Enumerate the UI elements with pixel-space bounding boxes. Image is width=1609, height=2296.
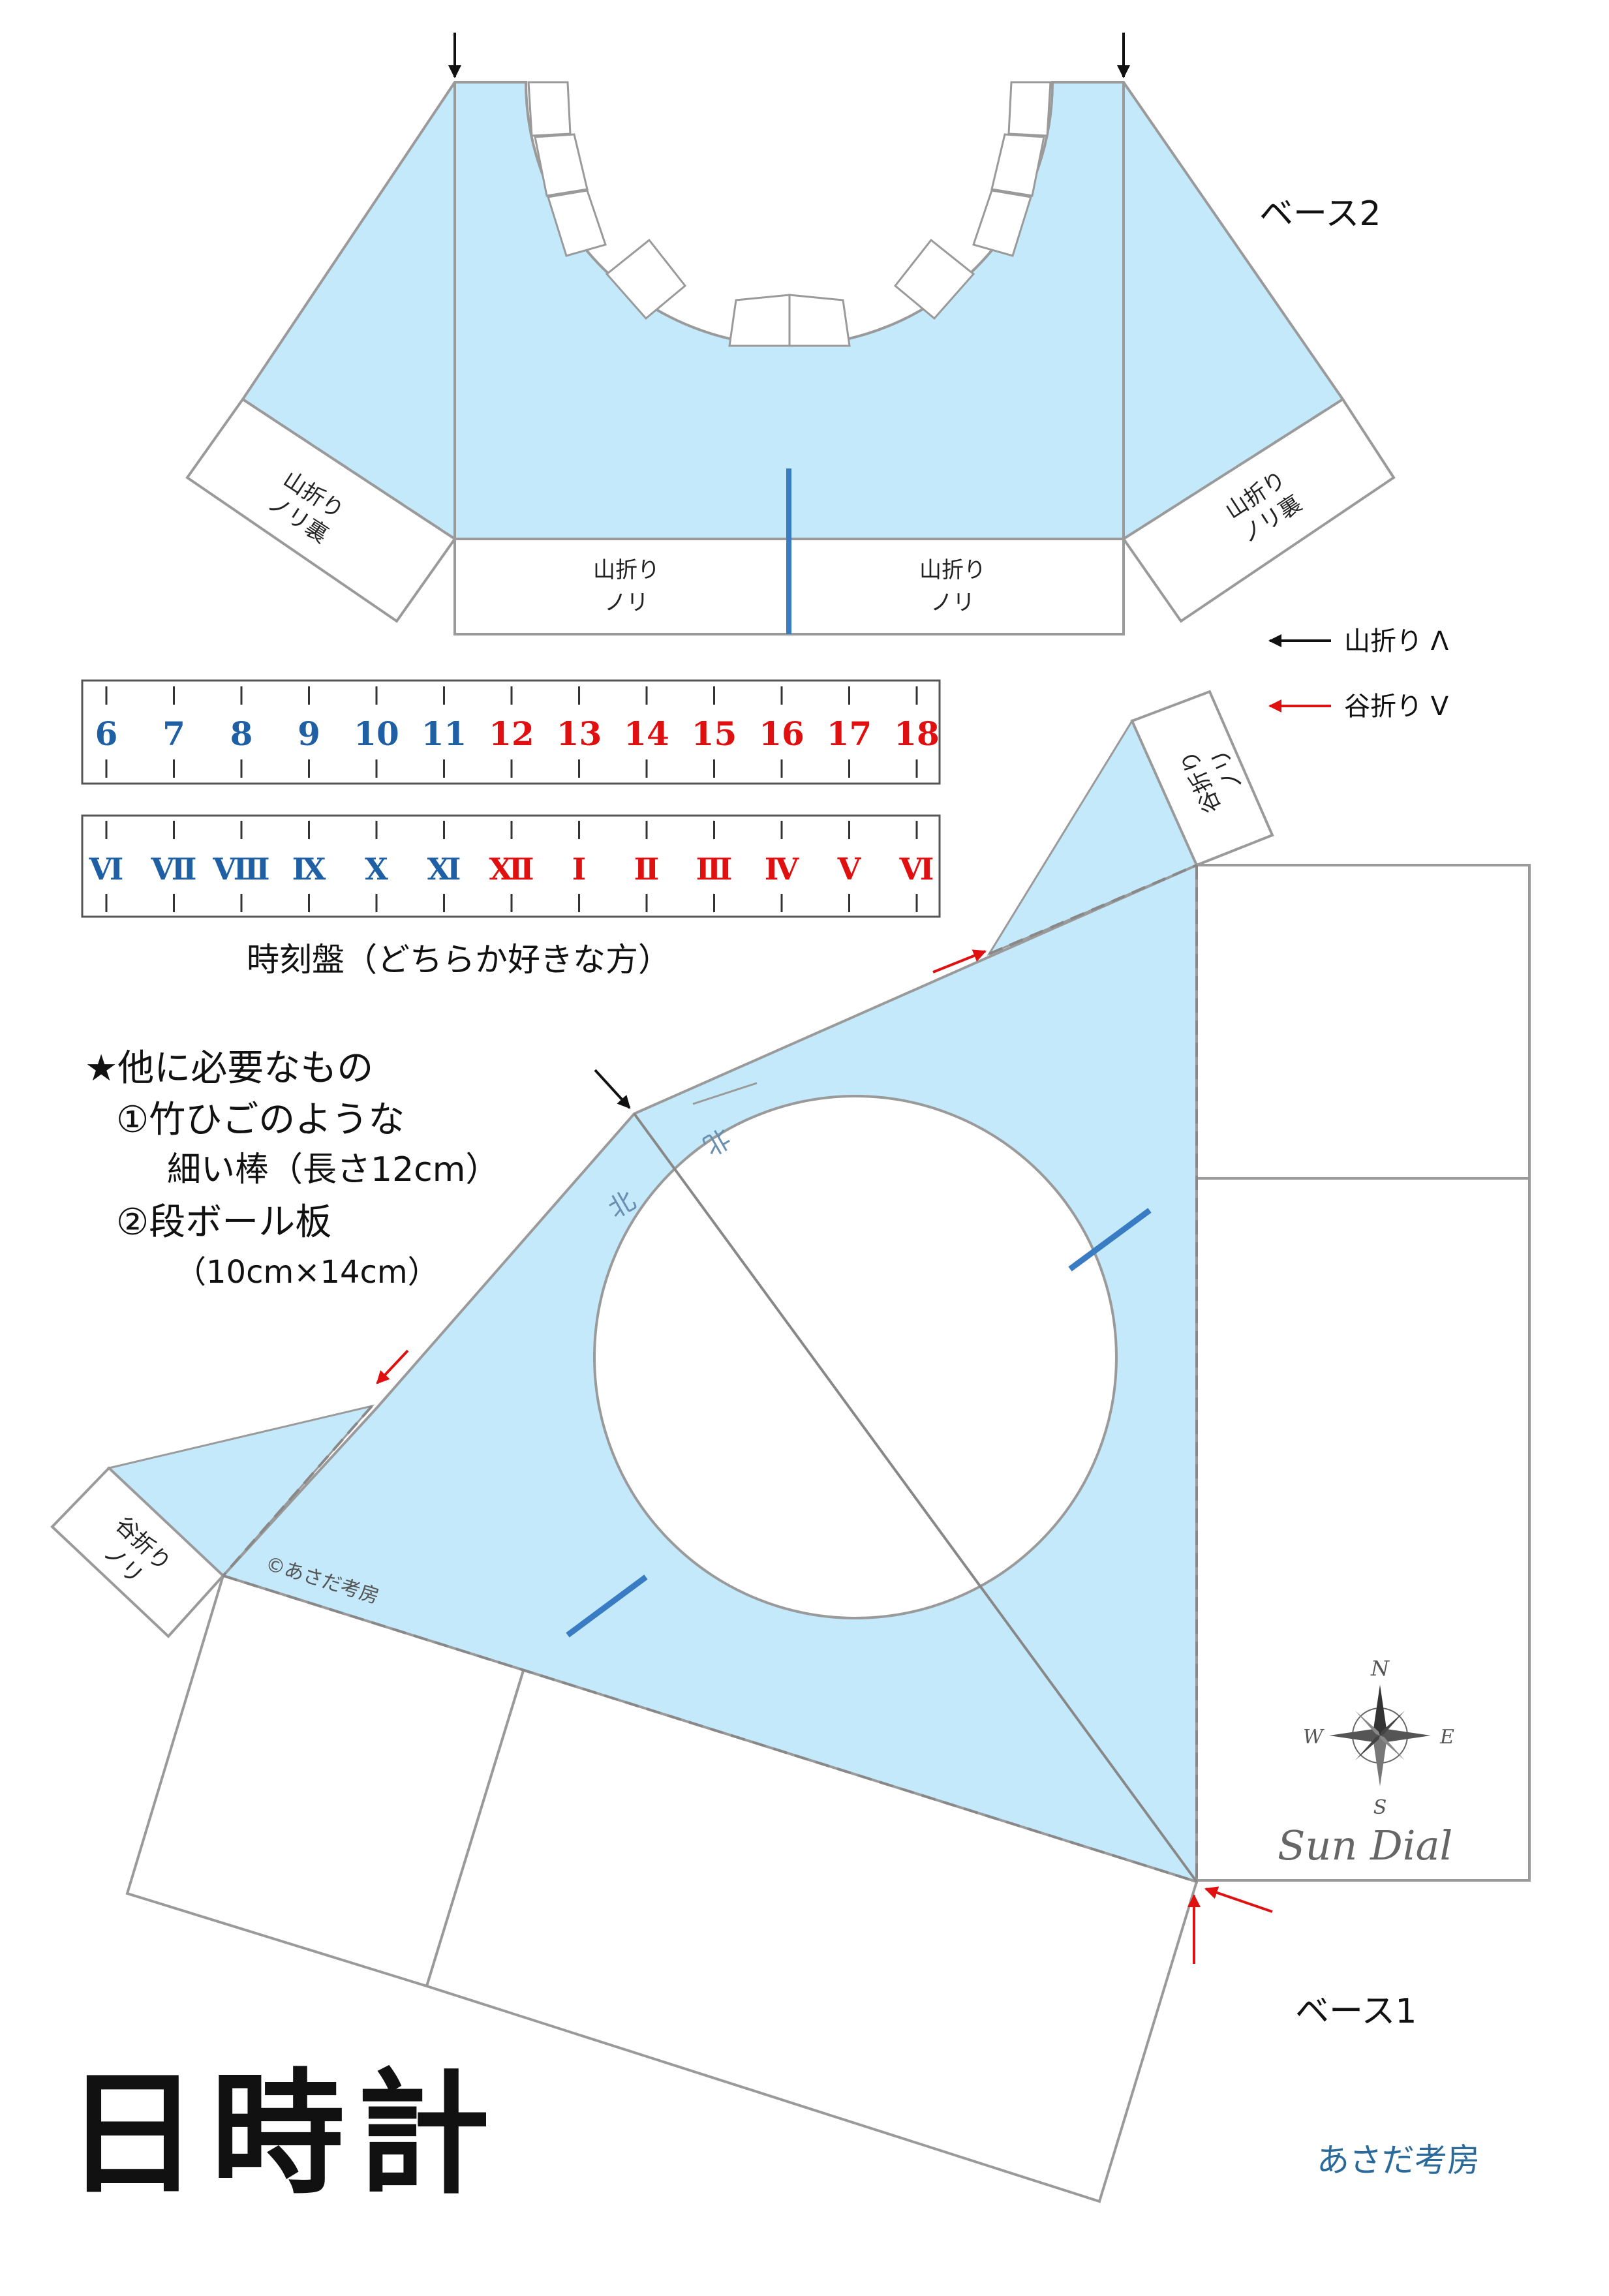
- base1-valley-arrow-top: [932, 949, 987, 973]
- base2-bottom-left-tab-label: 山折り ノリ: [593, 557, 660, 616]
- base1-left-flap-fold: [222, 1405, 373, 1577]
- roman-hour-label: Ⅱ: [634, 851, 660, 887]
- arabic-hour-label: 17: [827, 714, 872, 753]
- arabic-hour-label: 16: [759, 714, 804, 753]
- base1-marker-upper: [1068, 1208, 1152, 1272]
- requirements-note: ★他に必要なもの ①竹ひごのような 細い棒（長さ12cm） ②段ボール板 （10…: [85, 1047, 499, 1291]
- arabic-hour-label: 7: [162, 714, 185, 753]
- base1-top-tab: [1130, 690, 1274, 867]
- roman-hour-label: Ⅶ: [150, 851, 196, 887]
- requirements-item1: ①竹ひごのような: [116, 1099, 405, 1141]
- base1-right-panel-lower: [1195, 1177, 1531, 1882]
- svg-text:N: N: [1370, 1656, 1390, 1681]
- valley-fold-label: 谷折り V: [1344, 692, 1449, 722]
- base1-valley-arrow-left: [376, 1349, 409, 1385]
- compass-rose-icon: N S E W: [1303, 1656, 1454, 1819]
- base1-marker-lower: [566, 1574, 648, 1638]
- main-title: 日時計: [65, 2057, 502, 2212]
- svg-text:S: S: [1373, 1796, 1387, 1819]
- base1-piece: 北 北 谷折り ノリ 谷折り ノリ ©あさだ考房 N S E W S: [50, 690, 1531, 2203]
- roman-hour-label: Ⅻ: [489, 851, 534, 887]
- base2-bottom-right-tab-label: 山折り ノリ: [919, 557, 986, 616]
- svg-text:山折り: 山折り: [593, 557, 660, 583]
- roman-hour-label: Ⅰ: [572, 851, 587, 887]
- arabic-hour-label: 13: [557, 714, 602, 753]
- roman-hour-label: Ⅹ: [365, 851, 388, 887]
- base1-top-flap-fold: [988, 864, 1197, 955]
- svg-text:ノリ: ノリ: [604, 590, 649, 616]
- requirements-item2: ②段ボール板: [116, 1201, 331, 1244]
- base1-right-panel-upper: [1195, 864, 1531, 1180]
- roman-hour-label: Ⅵ: [89, 851, 124, 887]
- base1-bottom-fold: [222, 1574, 1197, 1883]
- base2-right-tab: [1122, 397, 1396, 623]
- arabic-hour-label: 10: [354, 714, 399, 753]
- base2-arc-slots: [527, 81, 1052, 347]
- mountain-fold-label: 山折り Λ: [1344, 626, 1449, 656]
- roman-hour-label: Ⅳ: [765, 851, 799, 887]
- roman-hour-label: Ⅸ: [292, 851, 326, 887]
- svg-text:W: W: [1303, 1726, 1325, 1749]
- footer-brand: あさだ考房: [1317, 2141, 1480, 2179]
- arabic-hour-label: 6: [95, 714, 118, 753]
- base1-mountain-arrow: [594, 1069, 631, 1109]
- roman-hour-label: Ⅵ: [899, 851, 934, 887]
- base2-piece: 山折り ノリ裏 山折り ノリ裏 山折り ノリ 山折り ノリ ベース2: [185, 33, 1396, 635]
- arabic-hour-label: 12: [489, 714, 534, 753]
- roman-hour-label: Ⅲ: [696, 851, 732, 887]
- roman-hour-label: Ⅷ: [212, 851, 269, 887]
- requirements-item1-detail: 細い棒（長さ12cm）: [167, 1150, 499, 1189]
- base2-left-tab: [185, 397, 457, 623]
- base1-diagonal-fold: [633, 1112, 1198, 1883]
- svg-text:ノリ: ノリ: [930, 590, 975, 616]
- dial-caption: 時刻盤（どちらか好きな方）: [247, 941, 671, 979]
- arabic-hour-label: 9: [298, 714, 320, 753]
- svg-text:山折り: 山折り: [919, 557, 986, 583]
- arabic-hour-label: 11: [421, 714, 467, 753]
- requirements-item2-detail: （10cm×14cm）: [175, 1254, 439, 1291]
- base1-gnomon-slot: [692, 1082, 758, 1105]
- arabic-hour-label: 8: [230, 714, 253, 753]
- base1-valley-arrow-corner-right: [1204, 1886, 1273, 1913]
- roman-hour-label: Ⅺ: [427, 851, 461, 887]
- base1-title: ベース1: [1295, 1992, 1417, 2031]
- arabic-hour-label: 18: [894, 714, 940, 753]
- arabic-hour-marks: 6 7 8 9 10 11 12 13 14 15 16 17 18: [95, 686, 940, 778]
- fold-legend: 山折り Λ 谷折り V: [1268, 626, 1449, 722]
- base2-title: ベース2: [1259, 194, 1381, 234]
- dial-strip-arabic: 6 7 8 9 10 11 12 13 14 15 16 17 18: [81, 679, 941, 785]
- base1-circle-cutout: [593, 1095, 1118, 1619]
- brand-script: Sun Dial: [1278, 1822, 1452, 1869]
- roman-hour-label: Ⅴ: [837, 851, 862, 887]
- arabic-hour-label: 14: [624, 714, 669, 753]
- requirements-heading: ★他に必要なもの: [85, 1047, 373, 1090]
- arabic-hour-label: 15: [692, 714, 737, 753]
- svg-text:E: E: [1439, 1726, 1454, 1749]
